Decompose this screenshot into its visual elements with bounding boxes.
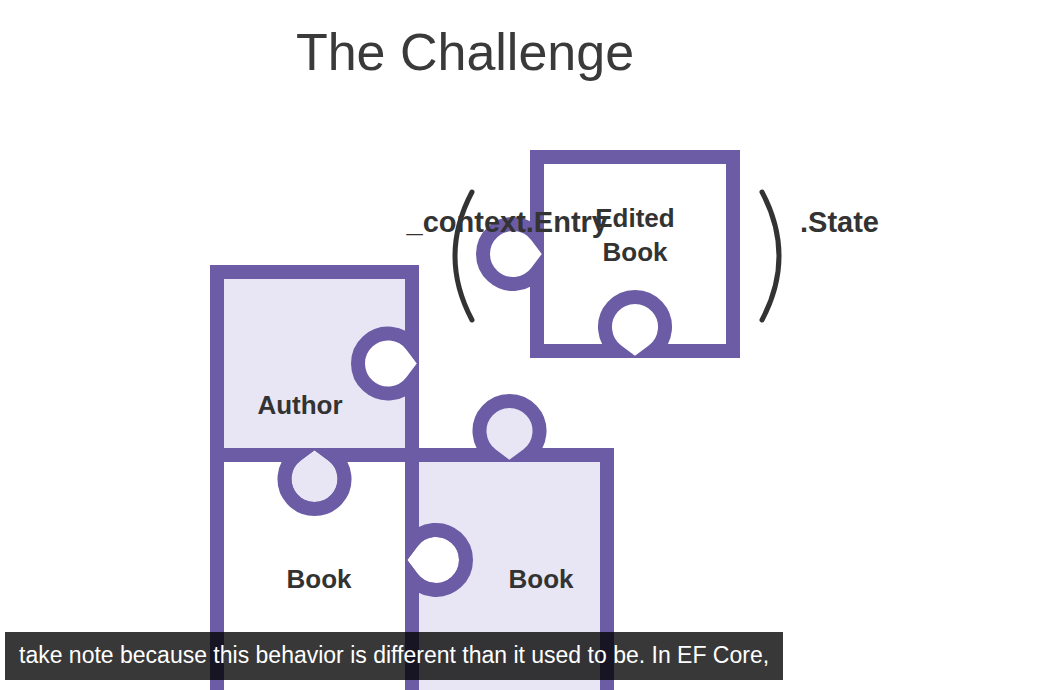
- piece-label-box: Author: [240, 389, 360, 423]
- label-box: _context.Entry: [407, 206, 608, 239]
- close-paren: [762, 192, 779, 320]
- label-box: .State: [800, 206, 879, 239]
- puzzle-outline: [483, 157, 733, 351]
- piece-label-box: Book: [259, 563, 379, 597]
- piece-label: Book: [481, 563, 601, 597]
- code-label: _context.Entry: [407, 206, 608, 239]
- puzzle-piece: Edited Book: [467, 87, 803, 421]
- video-subtitle: take note because this behavior is diffe…: [5, 632, 783, 680]
- label-box: take note because this behavior is diffe…: [5, 632, 783, 680]
- piece-label-box: Book: [481, 563, 601, 597]
- code-label: .State: [800, 206, 879, 239]
- piece-label: Book: [259, 563, 379, 597]
- slide-title: The Challenge: [0, 22, 930, 82]
- piece-label: Author: [240, 389, 360, 423]
